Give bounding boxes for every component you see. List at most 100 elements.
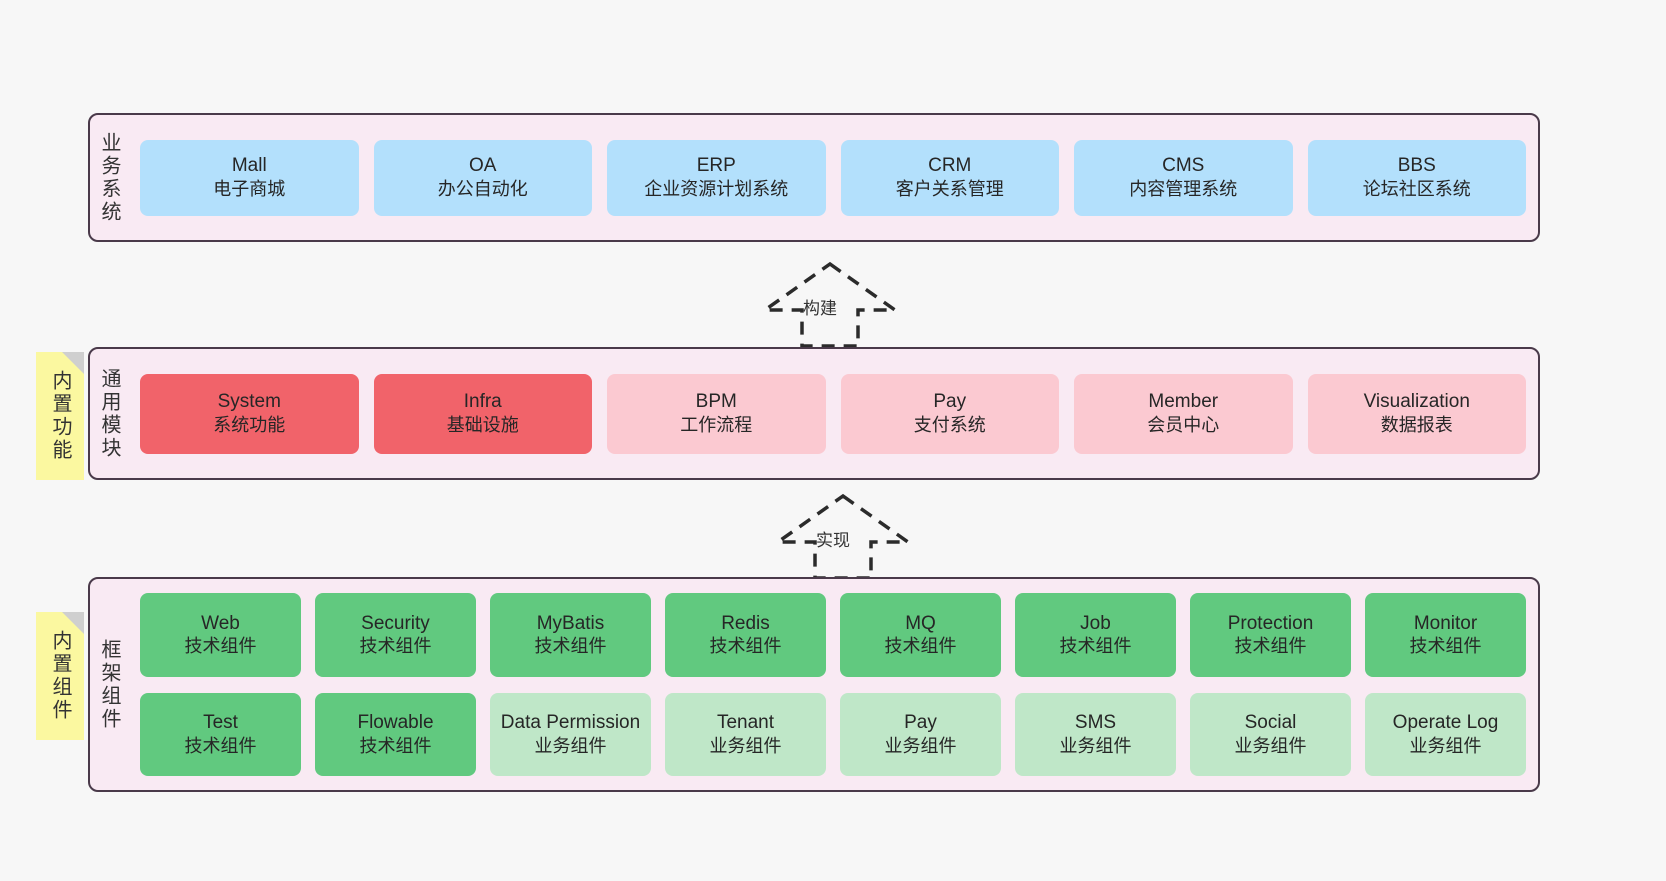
card-title-en: Security xyxy=(361,612,430,634)
card-protection[interactable]: Protection 技术组件 xyxy=(1190,593,1351,677)
card-title-cn: 会员中心 xyxy=(1147,415,1220,436)
card-title-en: Web xyxy=(201,612,240,634)
layer-common-module: 通用模块 System 系统功能 Infra 基础设施 BPM 工作流程 Pay… xyxy=(88,347,1540,480)
layer-body-business: Mall 电子商城 OA 办公自动化 ERP 企业资源计划系统 CRM 客户关系… xyxy=(128,115,1538,240)
card-title-cn: 技术组件 xyxy=(359,735,432,756)
card-title-en: Social xyxy=(1244,712,1297,734)
card-title-en: Infra xyxy=(463,391,502,413)
card-title-en: BPM xyxy=(695,391,737,413)
card-title-cn: 技术组件 xyxy=(359,636,432,657)
card-title-en: Pay xyxy=(933,391,967,413)
card-title-cn: 基础设施 xyxy=(446,415,519,436)
card-title-cn: 数据报表 xyxy=(1380,415,1453,436)
layer-title-business: 业务系统 xyxy=(98,131,120,224)
card-title-cn: 业务组件 xyxy=(884,735,957,756)
card-title-cn: 工作流程 xyxy=(680,415,753,436)
layer-title-module: 通用模块 xyxy=(98,367,120,460)
card-title-en: Tenant xyxy=(716,712,775,734)
arrow-build-icon xyxy=(759,261,901,348)
card-title-en: CMS xyxy=(1162,155,1205,177)
sticky-fold-icon xyxy=(62,612,84,634)
card-title-en: MQ xyxy=(905,612,936,634)
card-mq[interactable]: MQ 技术组件 xyxy=(840,593,1001,677)
card-title-cn: 业务组件 xyxy=(1059,735,1132,756)
sticky-note-builtin-function: 内置功能 xyxy=(36,352,84,480)
card-cms[interactable]: CMS 内容管理系统 xyxy=(1074,139,1293,216)
card-flowable[interactable]: Flowable 技术组件 xyxy=(315,692,476,776)
layer-framework-component: 框架组件 Web 技术组件 Security 技术组件 MyBatis 技术组件… xyxy=(88,577,1540,792)
card-crm[interactable]: CRM 客户关系管理 xyxy=(840,139,1059,216)
sticky-note-builtin-component: 内置组件 xyxy=(36,612,84,740)
sticky-label: 内置功能 xyxy=(49,370,71,462)
arrow-implement-label: 实现 xyxy=(816,531,850,550)
card-title-en: Redis xyxy=(721,612,770,634)
card-pay-module[interactable]: Pay 支付系统 xyxy=(840,373,1059,454)
card-visualization[interactable]: Visualization 数据报表 xyxy=(1307,373,1526,454)
card-tenant[interactable]: Tenant 业务组件 xyxy=(665,692,826,776)
card-pay-component[interactable]: Pay 业务组件 xyxy=(840,692,1001,776)
card-title-cn: 支付系统 xyxy=(913,415,986,436)
card-infra[interactable]: Infra 基础设施 xyxy=(373,373,592,454)
card-mall[interactable]: Mall 电子商城 xyxy=(140,139,359,216)
card-title-en: Test xyxy=(203,712,238,734)
sticky-label: 内置组件 xyxy=(49,630,71,722)
card-mybatis[interactable]: MyBatis 技术组件 xyxy=(490,593,651,677)
card-oa[interactable]: OA 办公自动化 xyxy=(373,139,592,216)
card-title-cn: 技术组件 xyxy=(709,636,782,657)
card-title-cn: 业务组件 xyxy=(1234,735,1307,756)
card-title-cn: 业务组件 xyxy=(534,735,607,756)
sticky-fold-icon xyxy=(62,352,84,374)
layer-title-framework: 框架组件 xyxy=(98,638,120,731)
card-title-cn: 技术组件 xyxy=(1409,636,1482,657)
card-title-en: Operate Log xyxy=(1392,712,1499,734)
card-title-en: Protection xyxy=(1227,612,1314,634)
card-title-cn: 客户关系管理 xyxy=(895,179,1004,200)
card-title-en: BBS xyxy=(1397,155,1436,177)
card-title-en: Flowable xyxy=(357,712,434,734)
card-title-cn: 技术组件 xyxy=(534,636,607,657)
card-title-cn: 技术组件 xyxy=(884,636,957,657)
card-title-cn: 业务组件 xyxy=(1409,735,1482,756)
card-title-en: Visualization xyxy=(1363,391,1470,413)
card-title-en: System xyxy=(217,391,281,413)
card-monitor[interactable]: Monitor 技术组件 xyxy=(1365,593,1526,677)
card-web[interactable]: Web 技术组件 xyxy=(140,593,301,677)
card-bpm[interactable]: BPM 工作流程 xyxy=(607,373,826,454)
card-erp[interactable]: ERP 企业资源计划系统 xyxy=(607,139,826,216)
card-title-cn: 技术组件 xyxy=(184,636,257,657)
card-title-en: Pay xyxy=(904,712,937,734)
card-title-en: Mall xyxy=(231,155,267,177)
card-security[interactable]: Security 技术组件 xyxy=(315,593,476,677)
card-job[interactable]: Job 技术组件 xyxy=(1015,593,1176,677)
arrow-build: 构建 xyxy=(755,258,905,350)
card-title-cn: 技术组件 xyxy=(1234,636,1307,657)
card-title-en: CRM xyxy=(928,155,972,177)
arrow-build-label: 构建 xyxy=(803,299,837,318)
card-title-en: MyBatis xyxy=(536,612,605,634)
card-bbs[interactable]: BBS 论坛社区系统 xyxy=(1307,139,1526,216)
card-title-cn: 技术组件 xyxy=(1059,636,1132,657)
card-title-en: OA xyxy=(469,155,497,177)
card-sms[interactable]: SMS 业务组件 xyxy=(1015,692,1176,776)
card-system[interactable]: System 系统功能 xyxy=(140,373,359,454)
card-title-en: Data Permission xyxy=(500,712,641,734)
layer-body-module: System 系统功能 Infra 基础设施 BPM 工作流程 Pay 支付系统… xyxy=(128,349,1538,478)
card-social[interactable]: Social 业务组件 xyxy=(1190,692,1351,776)
card-operate-log[interactable]: Operate Log 业务组件 xyxy=(1365,692,1526,776)
card-title-en: SMS xyxy=(1074,712,1117,734)
card-test[interactable]: Test 技术组件 xyxy=(140,692,301,776)
card-data-permission[interactable]: Data Permission 业务组件 xyxy=(490,692,651,776)
layer-body-framework: Web 技术组件 Security 技术组件 MyBatis 技术组件 Redi… xyxy=(128,579,1538,790)
arrow-implement: 实现 xyxy=(768,490,918,582)
card-title-cn: 技术组件 xyxy=(184,735,257,756)
card-title-cn: 办公自动化 xyxy=(437,179,528,200)
card-title-cn: 内容管理系统 xyxy=(1129,179,1238,200)
card-member[interactable]: Member 会员中心 xyxy=(1074,373,1293,454)
card-title-en: Job xyxy=(1080,612,1111,634)
card-title-en: ERP xyxy=(696,155,736,177)
card-title-cn: 业务组件 xyxy=(709,735,782,756)
card-title-cn: 电子商城 xyxy=(213,179,286,200)
card-redis[interactable]: Redis 技术组件 xyxy=(665,593,826,677)
card-title-cn: 企业资源计划系统 xyxy=(644,179,789,200)
